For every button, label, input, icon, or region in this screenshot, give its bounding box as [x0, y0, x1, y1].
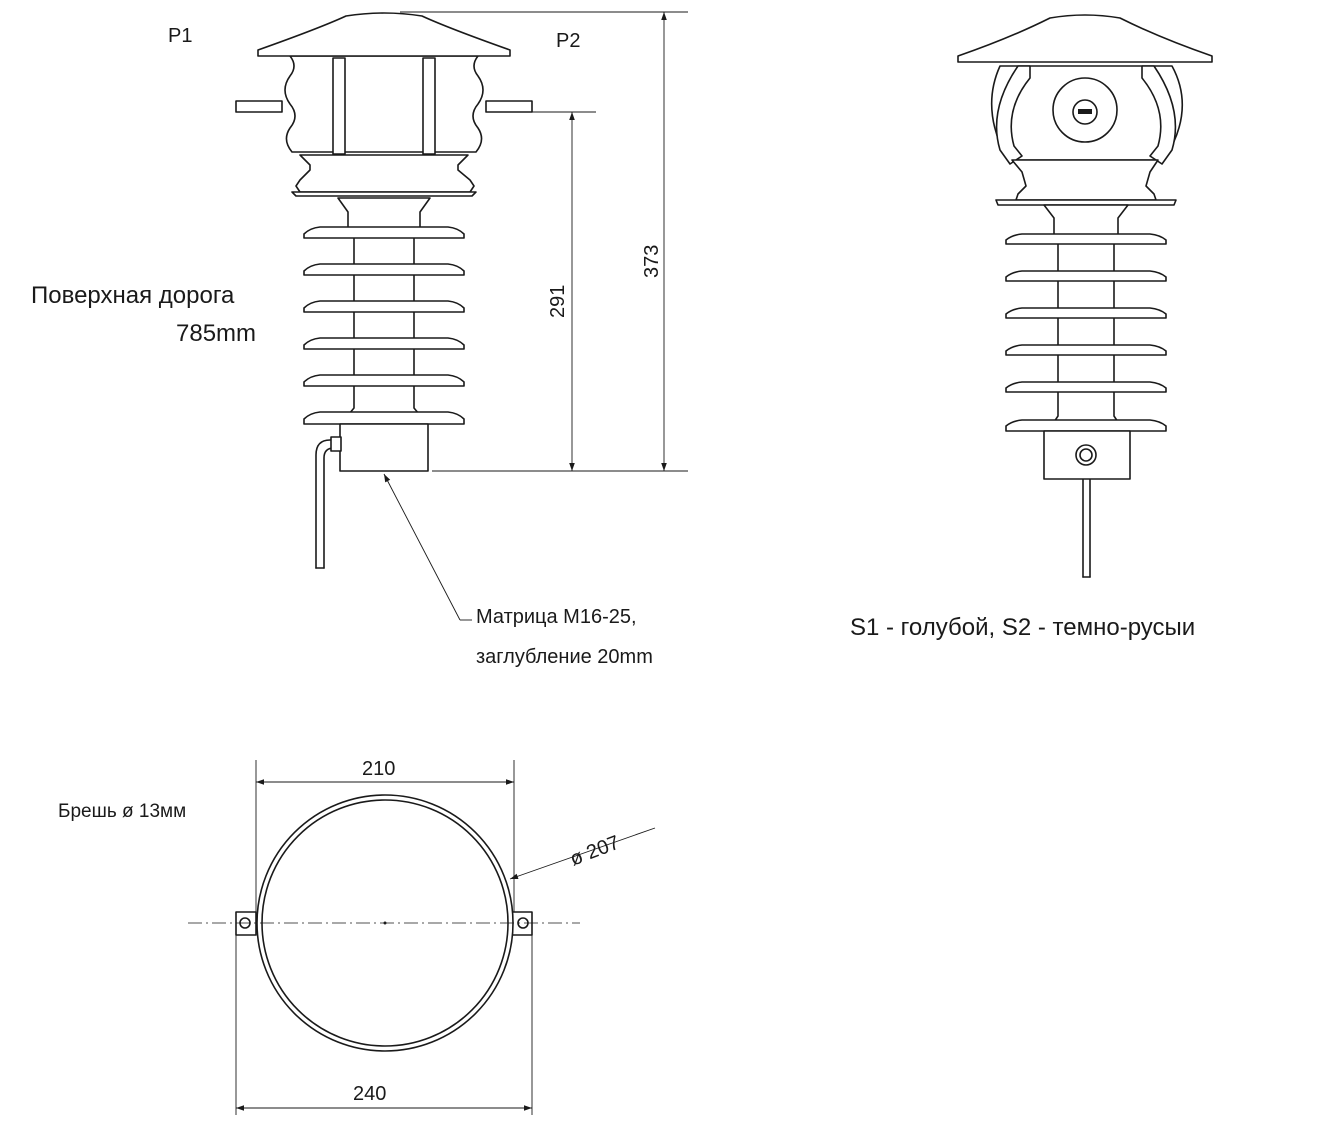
dimension-291: 291: [547, 284, 569, 318]
matrix-depth-label: заглубление 20mm: [476, 646, 653, 668]
front-view: [957, 14, 1213, 578]
top-view: [188, 760, 656, 1115]
label-p1: P1: [168, 25, 193, 47]
dimension-210: 210: [362, 758, 396, 780]
dimension-373: 373: [641, 244, 663, 278]
label-p2: P2: [556, 30, 581, 52]
road-surface-label: Поверхная дорога: [31, 282, 235, 309]
colors-note: S1 - голубой, S2 - темно-русыи: [850, 614, 1196, 641]
side-view: [235, 12, 533, 569]
road-depth-label: 785mm: [176, 320, 257, 347]
dimension-240: 240: [353, 1083, 387, 1105]
side-dimensions: [383, 11, 688, 621]
hole-diameter-note: Брешь ø 13мм: [58, 801, 187, 822]
matrix-label: Матрица М16-25,: [476, 606, 637, 628]
